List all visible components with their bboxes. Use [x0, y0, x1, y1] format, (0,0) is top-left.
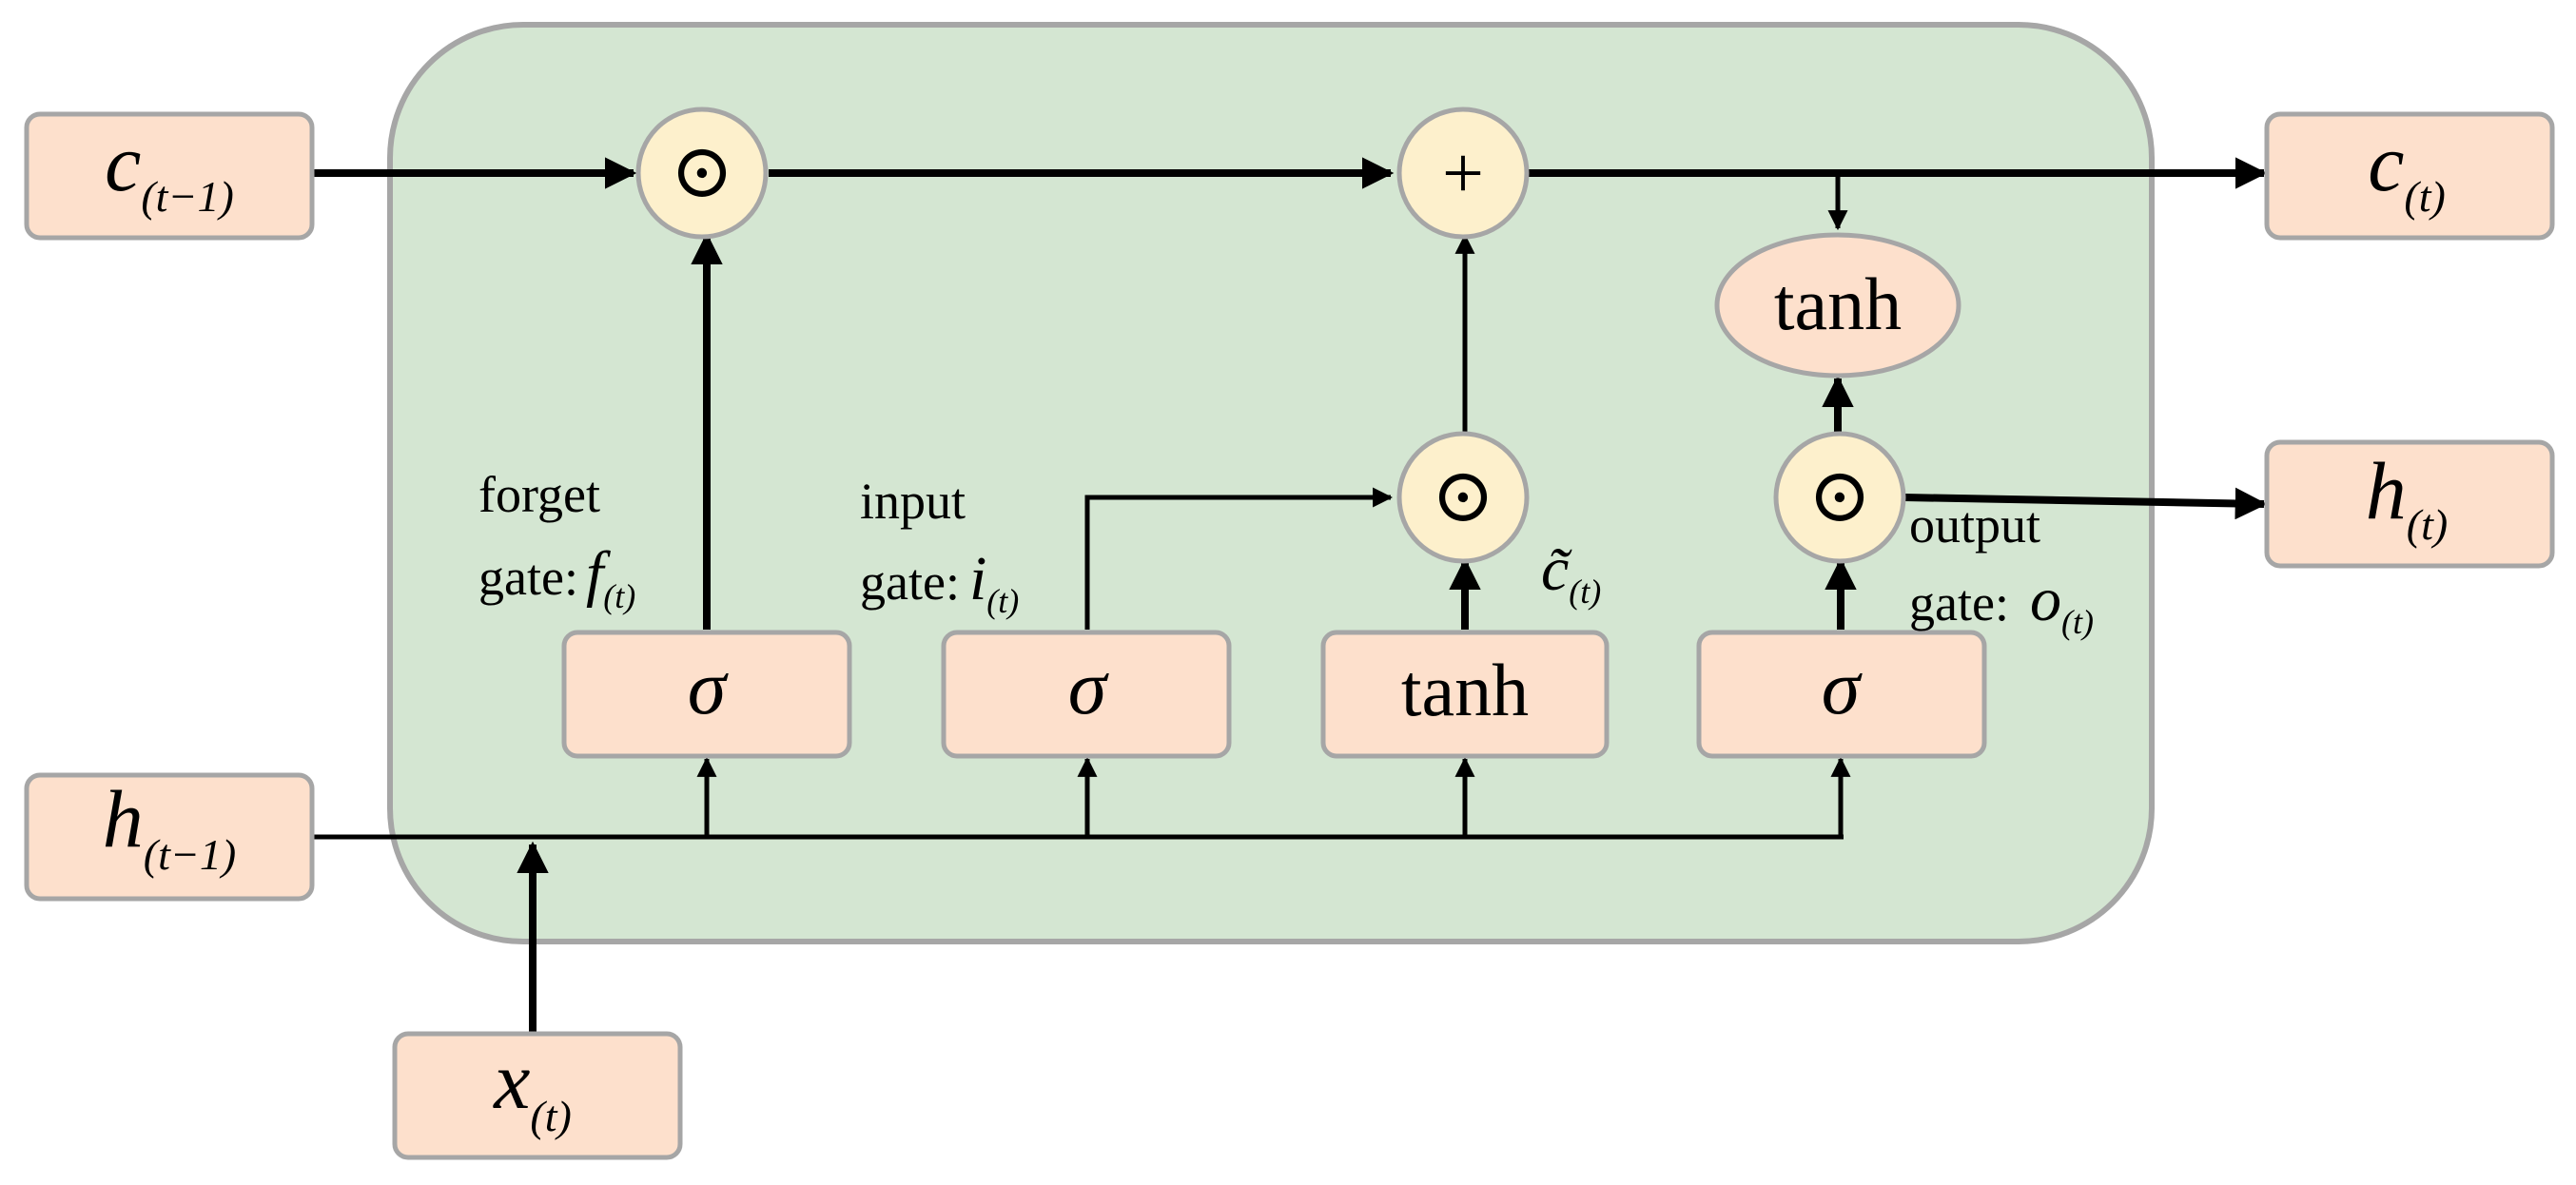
output-gate-var: o	[2030, 565, 2061, 634]
candidate-label: c̃(t)	[1541, 534, 1601, 611]
input-gate-sub: (t)	[986, 582, 1019, 620]
c-out-main: c	[2368, 117, 2404, 208]
input-x-box: x(t)	[392, 1031, 683, 1160]
output-multiply-node: ⊙	[1773, 431, 1906, 564]
input-gate-line2: gate:	[860, 554, 960, 611]
arrow-output-mult-to-ht	[1903, 487, 2268, 520]
input-gate-var: i	[969, 544, 986, 613]
input-multiply-symbol: ⊙	[1431, 455, 1494, 538]
output-sigma-label: σ	[1822, 644, 1864, 730]
svg-text:h(t−1): h(t−1)	[103, 773, 236, 879]
forget-gate-line2: gate:	[478, 549, 578, 606]
input-sigma-layer: σ	[941, 630, 1232, 759]
x-main: x	[492, 1035, 530, 1126]
c-prev-sub: (t−1)	[141, 172, 233, 221]
svg-text:x(t): x(t)	[492, 1035, 572, 1140]
svg-text:c(t): c(t)	[2368, 117, 2446, 221]
input-sigma-label: σ	[1068, 644, 1110, 730]
forget-gate-sub: (t)	[603, 577, 635, 615]
x-sub: (t)	[530, 1092, 571, 1140]
input-gate-line1: input	[860, 473, 966, 530]
output-sigma-layer: σ	[1696, 630, 1987, 759]
candidate-sub: (t)	[1569, 573, 1601, 611]
state-tanh-label: tanh	[1774, 262, 1902, 345]
c-prev-main: c	[105, 117, 141, 208]
h-prev-main: h	[103, 773, 144, 864]
add-symbol: +	[1442, 131, 1484, 214]
input-gate-label: input gate:i(t)	[860, 473, 1019, 620]
state-tanh-node: tanh	[1714, 232, 1961, 379]
svg-text:c̃(t): c̃(t)	[1541, 534, 1601, 611]
forget-gate-label: forget gate:f(t)	[478, 466, 635, 615]
h-out-sub: (t)	[2407, 500, 2448, 549]
output-gate-label: output gate: o(t)	[1909, 496, 2094, 641]
arrow-input-sigma-to-mult	[1084, 487, 1394, 630]
forget-gate-line1: forget	[478, 466, 600, 523]
c-out-sub: (t)	[2404, 172, 2445, 221]
h-prev-sub: (t−1)	[144, 830, 236, 879]
add-node: +	[1396, 107, 1530, 240]
candidate-tanh-layer: tanh	[1320, 630, 1610, 759]
forget-multiply-symbol: ⊙	[670, 130, 733, 214]
connector-lines	[314, 157, 2268, 1032]
svg-text:gate:o(t): gate: o(t)	[1909, 565, 2094, 641]
output-gate-line1: output	[1909, 496, 2040, 554]
svg-text:h(t): h(t)	[2366, 445, 2448, 549]
forget-sigma-layer: σ	[561, 630, 852, 759]
input-multiply-node: ⊙	[1396, 431, 1530, 564]
output-gate-sub: (t)	[2061, 603, 2094, 641]
candidate-tanh-label: tanh	[1401, 649, 1529, 731]
input-h-prev-box: h(t−1)	[24, 772, 315, 902]
output-gate-line2: gate:	[1909, 574, 2009, 631]
output-h-box: h(t)	[2264, 439, 2555, 569]
forget-sigma-label: σ	[688, 644, 730, 730]
svg-text:c(t−1): c(t−1)	[105, 117, 234, 221]
svg-text:gate:i(t): gate:i(t)	[860, 544, 1019, 620]
input-c-prev-box: c(t−1)	[24, 111, 315, 241]
candidate-var: c̃	[1541, 534, 1573, 604]
h-out-main: h	[2366, 445, 2407, 536]
forget-multiply-node: ⊙	[635, 107, 769, 240]
output-multiply-symbol: ⊙	[1807, 455, 1871, 538]
output-c-box: c(t)	[2264, 111, 2555, 241]
